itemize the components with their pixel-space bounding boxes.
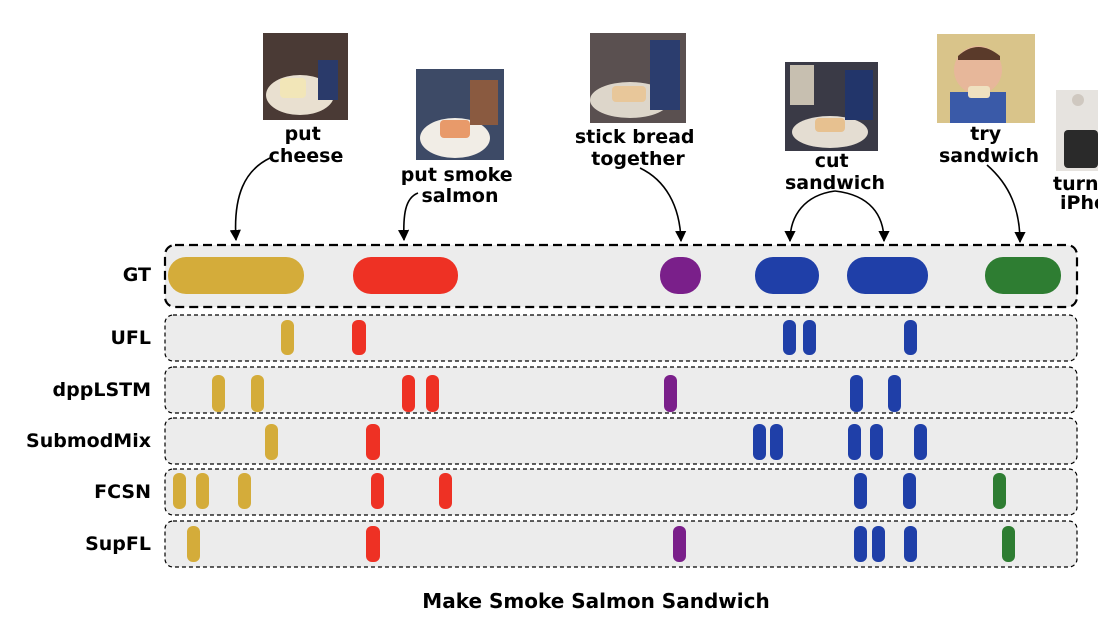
ufl-pick bbox=[783, 320, 796, 355]
fcsn-pick bbox=[993, 473, 1006, 509]
dpplstm-pick bbox=[664, 375, 677, 412]
gt-segment-put-cheese bbox=[168, 257, 304, 294]
fcsn-pick bbox=[854, 473, 867, 509]
step-label-cut-sandwich: cut sandwich bbox=[785, 150, 885, 194]
step-label-put-smoke-salmon: put smoke salmon bbox=[401, 164, 520, 207]
fcsn-pick bbox=[439, 473, 452, 509]
dpplstm-pick bbox=[888, 375, 901, 412]
submodmix-pick bbox=[870, 424, 883, 460]
ufl-pick bbox=[281, 320, 294, 355]
fcsn-pick bbox=[903, 473, 916, 509]
submodmix-pick bbox=[366, 424, 380, 460]
ufl-pick bbox=[352, 320, 366, 355]
row-ufl: UFL bbox=[110, 314, 1078, 362]
step-label-stick-bread-together: stick bread together bbox=[575, 126, 701, 170]
supfl-pick bbox=[1002, 526, 1015, 562]
fcsn-pick bbox=[238, 473, 251, 509]
supfl-pick bbox=[854, 526, 867, 562]
row-dpplstm: dppLSTM bbox=[53, 366, 1078, 414]
row-fcsn: FCSN bbox=[94, 468, 1078, 516]
submodmix-pick bbox=[265, 424, 278, 460]
ufl-pick bbox=[803, 320, 816, 355]
supfl-pick bbox=[673, 526, 686, 562]
supfl-pick bbox=[187, 526, 200, 562]
dpplstm-pick bbox=[402, 375, 415, 412]
supfl-pick bbox=[872, 526, 885, 562]
arrow-put-cheese bbox=[229, 157, 271, 242]
thumb-put-cheese bbox=[263, 33, 348, 120]
fcsn-pick bbox=[173, 473, 186, 509]
step-label-put-cheese: put cheese bbox=[269, 123, 344, 167]
row-label-ufl: UFL bbox=[110, 327, 151, 349]
fcsn-pick bbox=[371, 473, 384, 509]
thumb-stick-bread-together bbox=[590, 33, 686, 123]
row-label-submodmix: SubmodMix bbox=[26, 430, 151, 452]
fcsn-pick bbox=[196, 473, 209, 509]
supfl-pick bbox=[904, 526, 917, 562]
row-label-gt: GT bbox=[123, 264, 151, 286]
step-label-try-sandwich: try sandwich bbox=[939, 123, 1039, 167]
arrow-cut-sandwich-right bbox=[834, 190, 890, 243]
arrow-cut-sandwich-left bbox=[784, 190, 836, 243]
dpplstm-pick bbox=[212, 375, 225, 412]
arrow-stick-bread-together bbox=[639, 167, 687, 243]
row-supfl: SupFL bbox=[85, 520, 1078, 568]
submodmix-pick bbox=[848, 424, 861, 460]
submodmix-pick bbox=[770, 424, 783, 460]
row-label-supfl: SupFL bbox=[85, 533, 151, 555]
thumb-cut-sandwich bbox=[785, 62, 878, 151]
dpplstm-pick bbox=[251, 375, 264, 412]
ufl-pick bbox=[904, 320, 917, 355]
figure-title: Make Smoke Salmon Sandwich bbox=[422, 589, 769, 613]
arrow-try-sandwich bbox=[986, 164, 1026, 244]
gt-segment-cut-sandwich-1 bbox=[755, 257, 819, 294]
step-label-turn-iphone: turn iPho bbox=[1053, 173, 1098, 214]
row-label-dpplstm: dppLSTM bbox=[53, 379, 151, 401]
supfl-pick bbox=[366, 526, 380, 562]
arrow-put-smoke-salmon bbox=[398, 192, 419, 242]
gt-segment-cut-sandwich-2 bbox=[847, 257, 928, 294]
dpplstm-pick bbox=[426, 375, 439, 412]
gt-segment-put-smoke-salmon bbox=[353, 257, 458, 294]
thumb-turn-iphone bbox=[1056, 90, 1098, 171]
submodmix-pick bbox=[753, 424, 766, 460]
thumb-put-smoke-salmon bbox=[416, 69, 504, 160]
dpplstm-pick bbox=[850, 375, 863, 412]
gt-segment-stick-bread-together bbox=[660, 257, 701, 294]
row-label-fcsn: FCSN bbox=[94, 481, 151, 503]
thumb-try-sandwich bbox=[937, 34, 1035, 123]
submodmix-pick bbox=[914, 424, 927, 460]
gt-segment-try-sandwich bbox=[985, 257, 1061, 294]
